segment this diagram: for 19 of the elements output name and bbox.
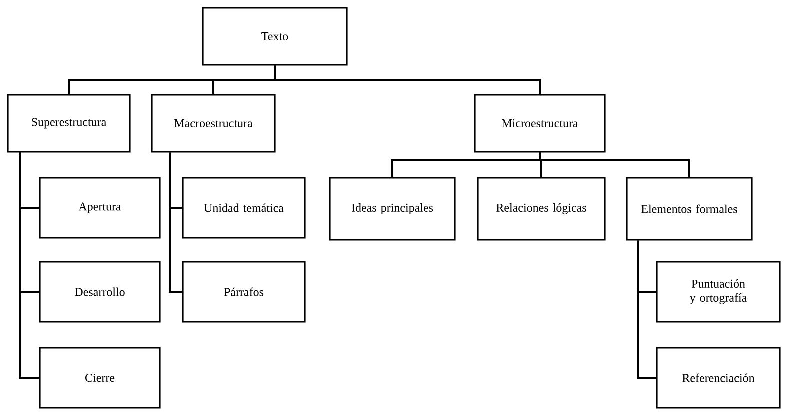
concept-box: Superestructura <box>7 94 131 153</box>
connector-line <box>539 152 690 178</box>
concept-box: Cierre <box>39 347 161 409</box>
concept-box: Desarrollo <box>39 261 161 323</box>
concept-box: Apertura <box>39 177 161 239</box>
concept-box: Texto <box>202 7 348 66</box>
concept-box: Relaciones lógicas <box>477 177 606 241</box>
concept-box: Ideas principales <box>329 177 456 241</box>
concept-box: Referenciación <box>656 347 781 409</box>
connector-line <box>19 152 40 379</box>
connector-line <box>637 240 656 379</box>
concept-box: Unidad temática <box>182 177 306 239</box>
concept-box: Elementos formales <box>626 177 753 241</box>
concept-box: Puntuación y ortografía <box>656 261 781 323</box>
connector-line <box>274 66 541 94</box>
concept-box: Microestructura <box>474 94 606 153</box>
concept-box: Párrafos <box>182 261 306 323</box>
concept-box: Macroestructura <box>151 94 276 153</box>
connector-line <box>169 152 182 293</box>
